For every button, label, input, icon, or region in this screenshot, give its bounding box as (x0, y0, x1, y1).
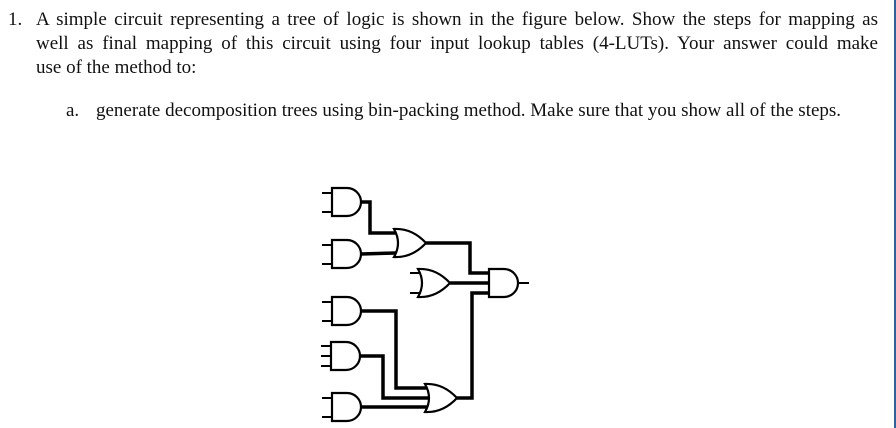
wires-to-output (426, 241, 490, 400)
question-text: A simple circuit representing a tree of … (36, 8, 878, 80)
or-gate-3 (423, 382, 459, 414)
page-right-border (894, 0, 896, 428)
sub-item-label: a. (66, 100, 80, 121)
and-gate-output (487, 267, 529, 299)
and-gate-5 (322, 391, 363, 423)
circuit-figure (300, 175, 560, 428)
and-gate-4 (321, 340, 362, 372)
and-gate-1 (322, 186, 363, 218)
question-line-1: A simple circuit representing a tree of … (36, 9, 878, 30)
or-gate-2 (410, 267, 452, 299)
and-gate-3 (322, 295, 363, 327)
wires-lower (360, 309, 428, 409)
or-gate-1 (392, 227, 428, 259)
logic-tree-diagram (321, 186, 529, 423)
and-gate-2 (322, 238, 363, 270)
question-number: 1. (8, 9, 23, 30)
sub-item-text: generate decomposition trees using bin-p… (96, 100, 842, 121)
question-line-2: well as final mapping of this circuit us… (36, 33, 878, 54)
wires-upper (360, 200, 397, 256)
question-line-3: use of the method to: (36, 57, 197, 78)
